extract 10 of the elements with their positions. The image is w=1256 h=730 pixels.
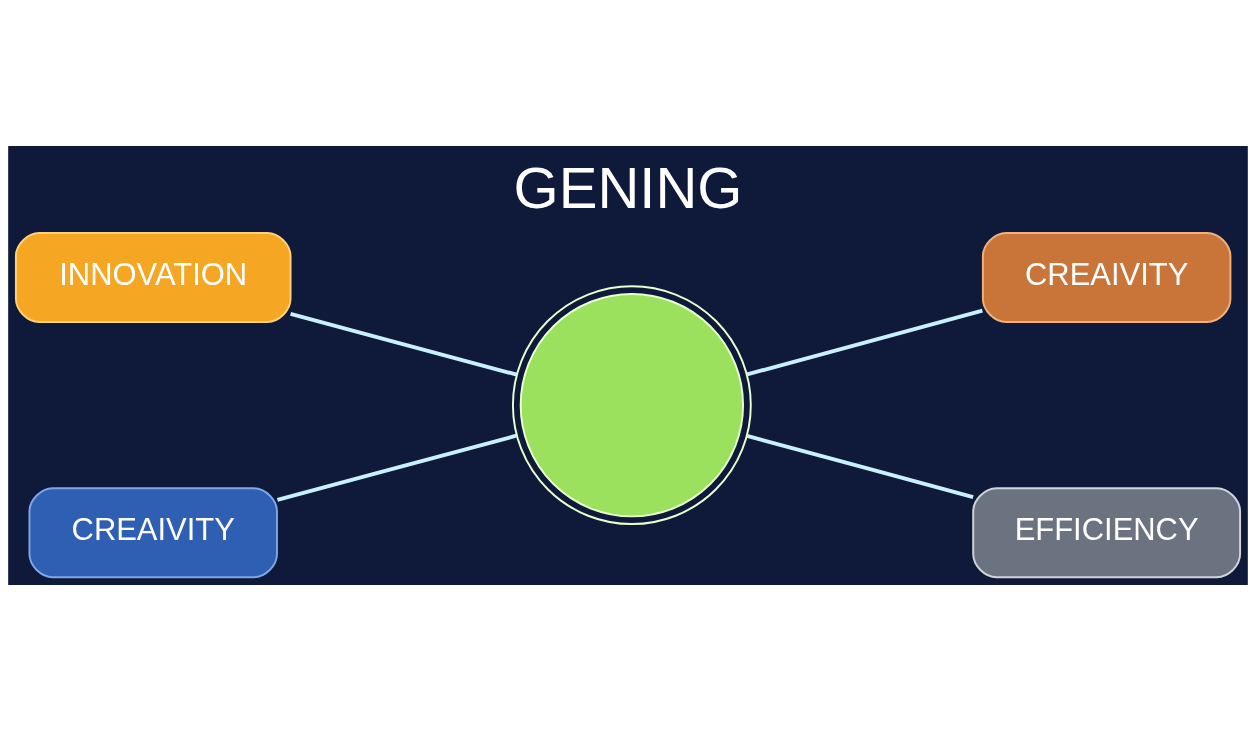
node-picture <box>511 284 752 525</box>
connector <box>276 433 517 502</box>
connector <box>290 311 518 377</box>
node-box: CREAIVITY <box>28 486 278 578</box>
connector <box>746 308 983 376</box>
diagram-title: GENING <box>513 154 743 220</box>
connector <box>746 433 974 499</box>
node-box: INNOVATION <box>14 231 292 323</box>
node-box: CREAIVITY <box>981 231 1232 323</box>
node-box: EFFICIENCY <box>972 486 1242 578</box>
